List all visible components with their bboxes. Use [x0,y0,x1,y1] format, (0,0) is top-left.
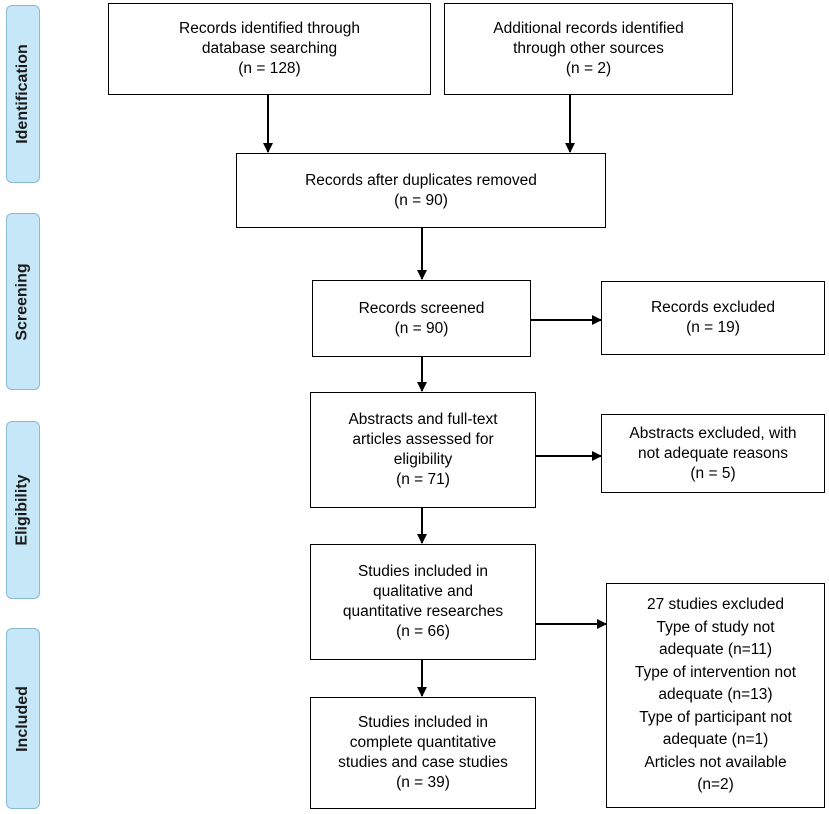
box-full-text-assessed: Abstracts and full-text articles assesse… [310,392,536,508]
box-duplicates-removed: Records after duplicates removed (n = 90… [236,153,606,228]
box-other-sources: Additional records identified through ot… [444,3,733,95]
box-abstracts-excluded: Abstracts excluded, with not adequate re… [601,414,825,493]
box-records-excluded: Records excluded (n = 19) [601,281,825,355]
phase-identification: Identification [6,5,40,183]
phase-screening: Screening [6,213,40,390]
phase-screening-label: Screening [14,262,32,341]
phase-included-label: Included [14,685,31,752]
box-quantitative-studies: Studies included in complete quantitativ… [310,697,536,809]
box-studies-excluded: 27 studies excluded Type of study not ad… [606,583,825,808]
phase-included: Included [6,628,40,809]
box-database-records: Records identified through database sear… [108,3,431,95]
box-qualitative-studies: Studies included in qualitative and quan… [310,544,536,660]
box-records-screened: Records screened (n = 90) [312,280,531,357]
phase-eligibility: Eligibility [6,421,40,599]
phase-eligibility-label: Eligibility [14,474,31,546]
phase-identification-label: Identification [14,44,31,144]
